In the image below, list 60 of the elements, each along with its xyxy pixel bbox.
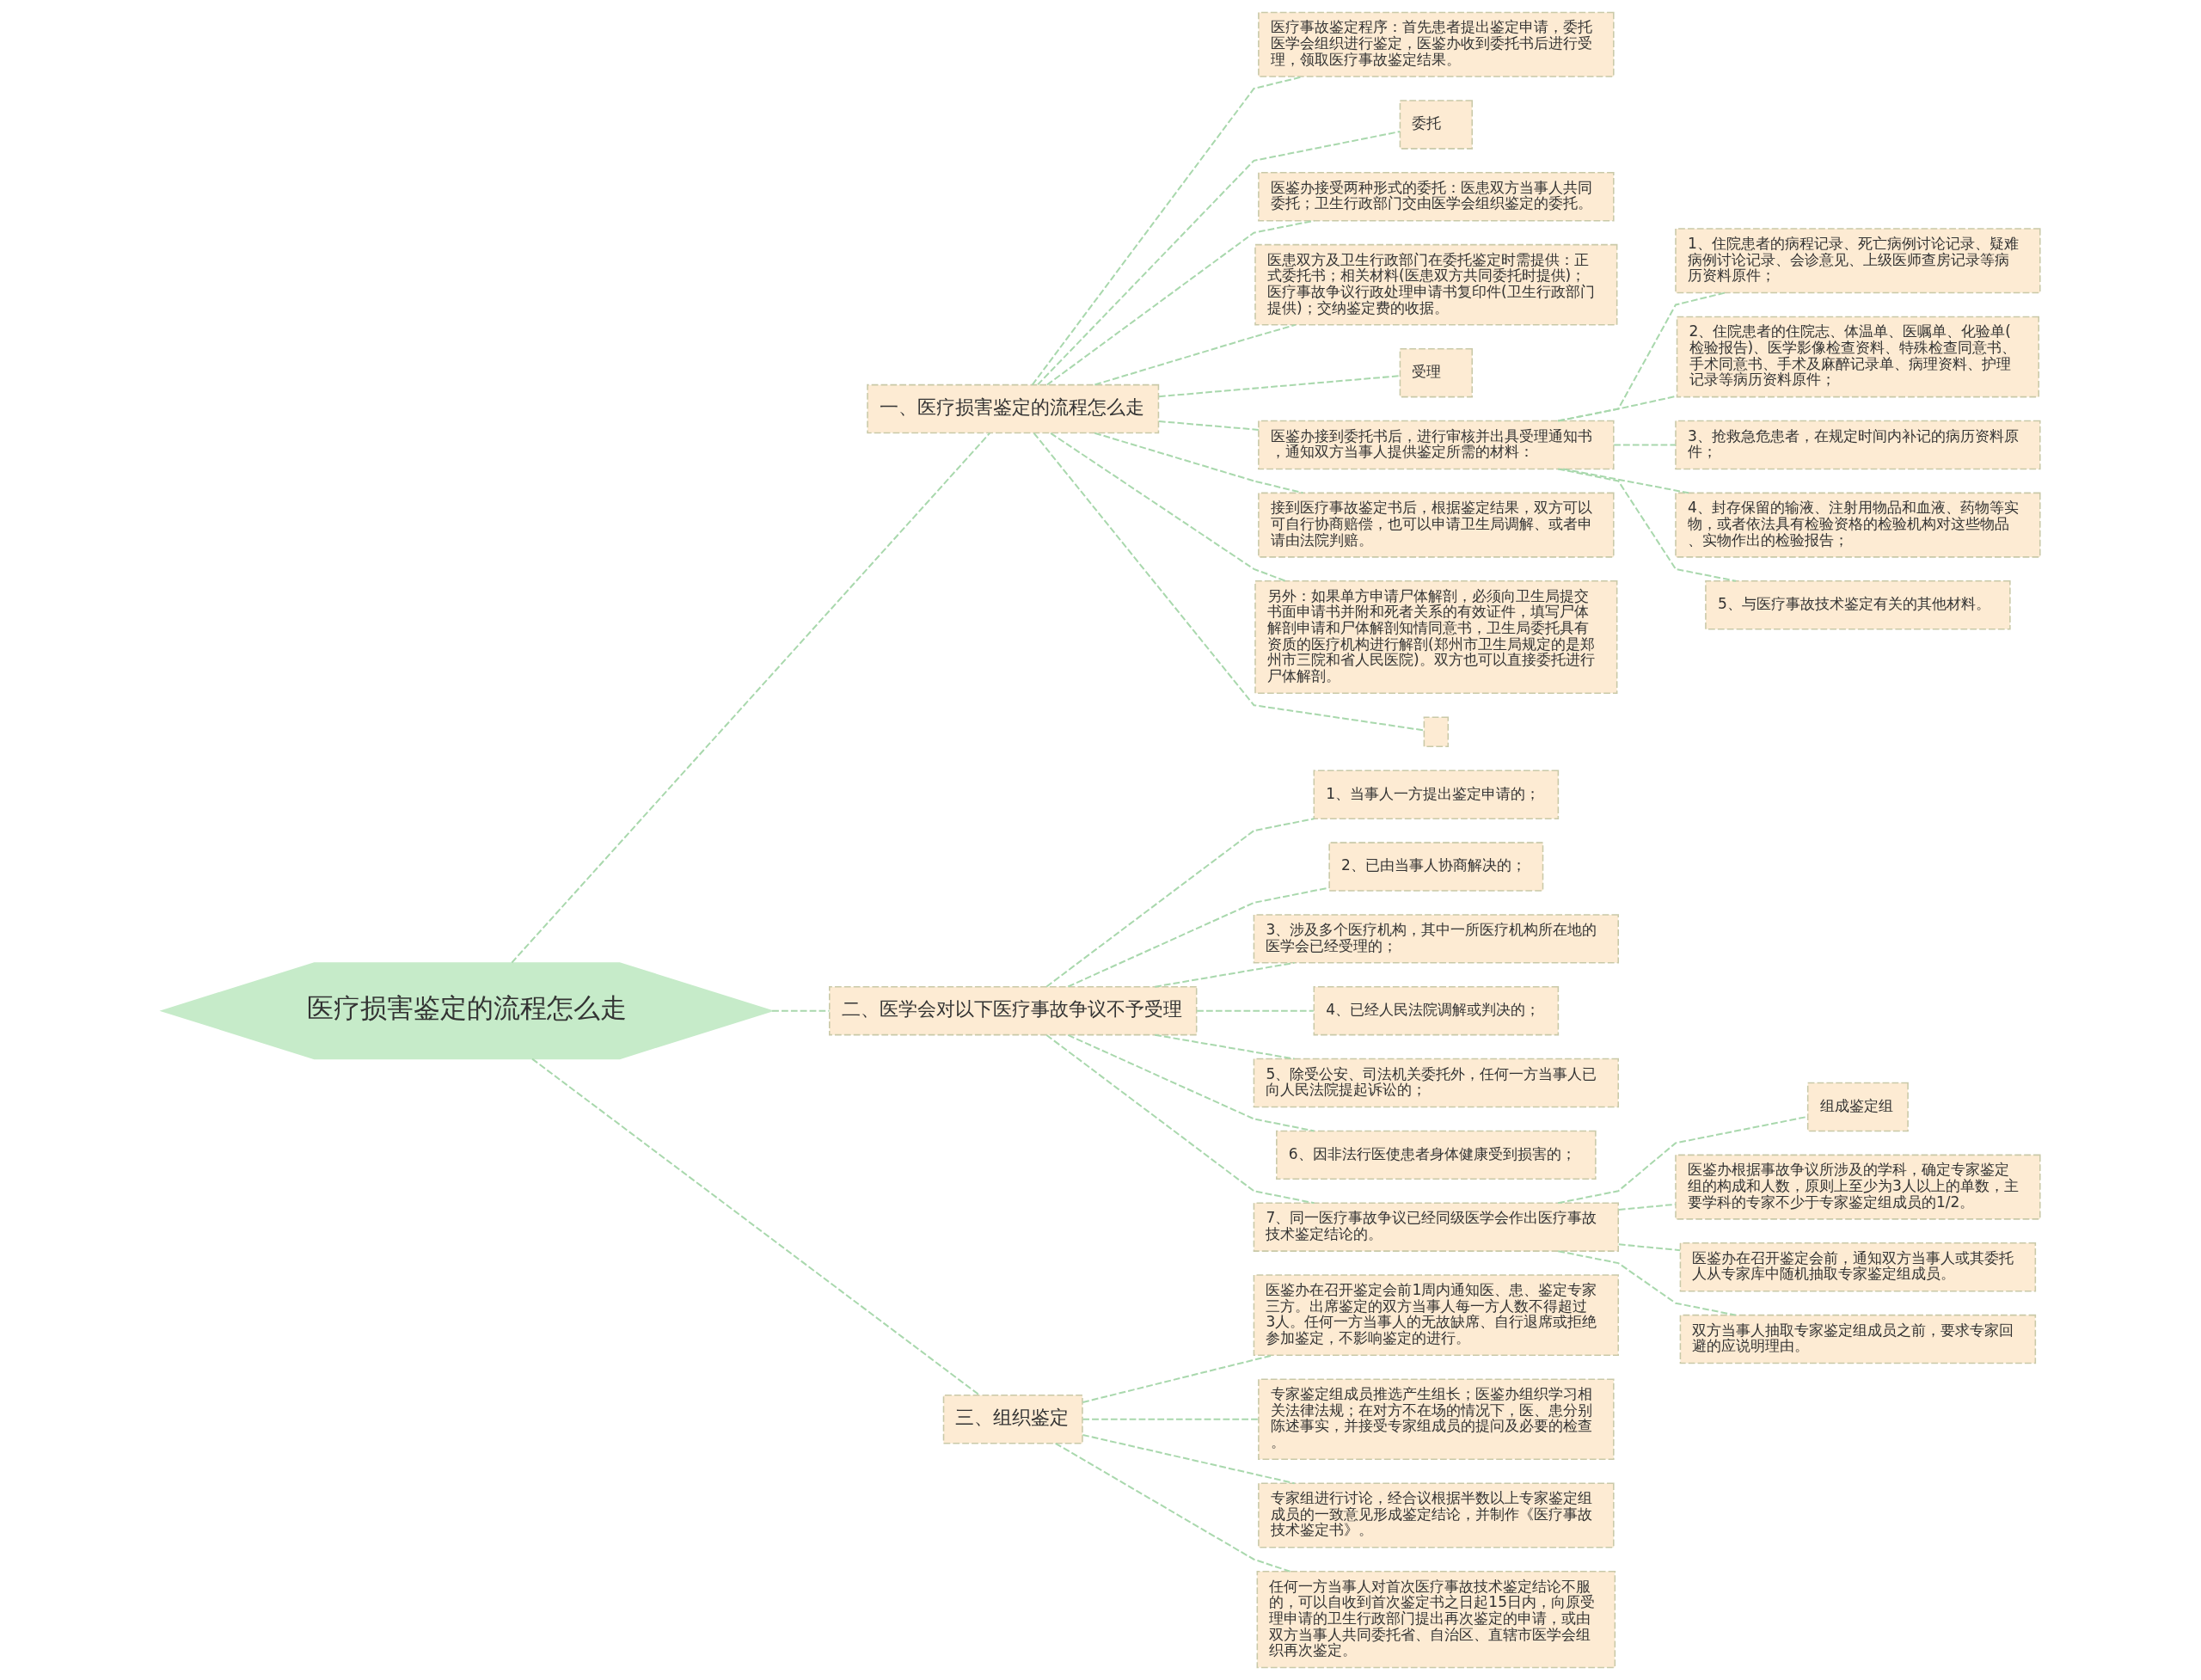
connector — [1562, 468, 1689, 494]
node-box: 5、除受公安、司法机关委托外，任何一方当事人已向人民法院提起诉讼的； — [1253, 1058, 1619, 1108]
node-box: 医鉴办接受两种形式的委托：医患双方当事人共同委托；卫生行政部门交由医学会组织鉴定的委托。 — [1257, 172, 1615, 222]
connector — [1094, 323, 1296, 386]
connector — [771, 1009, 830, 1012]
connector — [1557, 395, 1677, 422]
node-box: 二、医学会对以下医疗事故争议不予受理 — [828, 986, 1197, 1036]
node-box: 3、涉及多个医疗机构，其中一所医疗机构所在地的医学会已经受理的； — [1253, 914, 1619, 964]
node-box: 1、住院患者的病程记录、死亡病例讨论记录、疑难病例讨论记录、会诊意见、上级医师查房记录等病历资料原件； — [1674, 228, 2041, 294]
connector — [1045, 1034, 1315, 1205]
node-box: 7、同一医疗事故争议已经同级医学会作出医疗事故技术鉴定结论的。 — [1253, 1202, 1619, 1252]
node-box: 3、抢救急危患者，在规定时间内补记的病历资料原件； — [1674, 420, 2041, 470]
connector — [1036, 131, 1400, 386]
node-box: 2、已由当事人协商解决的； — [1327, 842, 1543, 892]
node-box: 6、因非法行医使患者身体健康受到损害的； — [1275, 1130, 1597, 1180]
connector — [1045, 818, 1315, 988]
connector — [1618, 1243, 1680, 1252]
node-box: 4、已经人民法院调解或判决的； — [1313, 986, 1559, 1036]
node-box: 2、住院患者的住院志、体温单、医嘱单、化验单(检验报告)、医学影像检查资料、特殊检查同意书、手术同意书、手术及麻醉记录单、病理资料、护理记录等病历资料原件； — [1676, 316, 2039, 398]
node-box: 受理 — [1399, 347, 1473, 398]
connector — [1618, 1203, 1676, 1211]
node-box: 委托 — [1399, 100, 1473, 150]
node-box: 医患双方及卫生行政部门在委托鉴定时需提供：正式委托书；相关材料(医患双方共同委托时提供)；医疗事故争议行政处理申请书复印件(卫生行政部门提供)；交纳鉴定费的收据。 — [1254, 243, 1617, 326]
connector — [1154, 961, 1295, 988]
node-box: 专家组进行讨论，经合议根据半数以上专家鉴定组成员的一致意见形成鉴定结论，并制作《医疗事故技术鉴定书》。 — [1257, 1482, 1615, 1548]
connector — [1067, 1034, 1315, 1132]
connector — [1045, 219, 1315, 386]
connector — [530, 1058, 979, 1396]
connector — [1158, 375, 1400, 398]
connector — [1154, 1033, 1295, 1060]
connector — [1557, 468, 1736, 582]
node-box: 医鉴办接到委托书后，进行审核并出具受理通知书，通知双方当事人提供鉴定所需的材料： — [1257, 420, 1615, 470]
connector — [1067, 886, 1329, 988]
connector — [511, 432, 990, 964]
node-box: 接到医疗事故鉴定书后，根据鉴定结果，双方可以可自行协商赔偿，也可以申请卫生局调解、或者申请由法院判赔。 — [1257, 492, 1615, 558]
node-box: 医鉴办根据事故争议所涉及的学科，确定专家鉴定组的构成和人数，原则上至少为3人以上的单数，主要学科的专家不少于专家鉴定组成员的1/2。 — [1674, 1154, 2041, 1220]
connector — [1031, 76, 1303, 386]
node-box: 三、组织鉴定 — [942, 1395, 1083, 1444]
connector — [1613, 444, 1676, 446]
node-box: 4、封存保留的输液、注射用物品和血液、药物等实物，或者依法具有检验资格的检验机构对这些物品、实物作出的检验报告； — [1674, 492, 2041, 558]
connector — [1557, 291, 1725, 422]
connector — [1082, 1354, 1273, 1403]
connector — [1557, 1115, 1808, 1205]
node-box: 医疗事故鉴定程序：首先患者提出鉴定申请，委托医学会组织进行鉴定，医鉴办收到委托书后进行受理，领取医疗事故鉴定结果。 — [1257, 11, 1615, 77]
node-box: 任何一方当事人对首次医疗事故技术鉴定结论不服的，可以自收到首次鉴定书之日起15日内，向原受理申请的卫生行政部门提出再次鉴定的申请，或由双方当事人共同委托省、自治区、直辖市医学会组织再次鉴定。 — [1256, 1570, 1615, 1669]
node-box: 医鉴办在召开鉴定会前，通知双方当事人或其委托人从专家库中随机抽取专家鉴定组成员。 — [1679, 1242, 2036, 1292]
connector — [1082, 1418, 1259, 1420]
node-box — [1423, 716, 1449, 748]
node-box: 专家鉴定组成员推选产生组长；医鉴办组织学习相关法律法规；在对方不在场的情况下，医、患分别陈述事实，并接受专家组成员的提问及必要的检查。 — [1257, 1378, 1615, 1461]
node-box: 5、与医疗事故技术鉴定有关的其他材料。 — [1704, 580, 2011, 630]
connector — [1196, 1009, 1314, 1012]
node-box: 1、当事人一方提出鉴定申请的； — [1313, 769, 1559, 819]
node-box: 另外：如果单方申请尸体解剖，必须向卫生局提交书面申请书并附和死者关系的有效证件，填写尸体解剖申请和尸体解剖知情同意书，卫生局委托具有资质的医疗机构进行解剖(郑州市卫生局规定的是郑州市三院和省人民医院)。双方也可以直接委托进行尸体解剖。 — [1254, 580, 1617, 694]
node-box: 双方当事人抽取专家鉴定组成员之前，要求专家回避的应说明理由。 — [1679, 1314, 2036, 1364]
connector — [1033, 432, 1424, 732]
node-box: 一、医疗损害鉴定的流程怎么走 — [866, 383, 1159, 434]
node-box: 医鉴办在召开鉴定会前1周内通知医、患、鉴定专家三方。出席鉴定的双方当事人每一方人数不得超过3人。任何一方当事人的无故缺席、自行退席或拒绝参加鉴定，不影响鉴定的进行。 — [1253, 1274, 1619, 1356]
node-box: 组成鉴定组 — [1806, 1082, 1909, 1132]
connector — [1158, 420, 1259, 431]
connector — [1082, 1433, 1295, 1485]
